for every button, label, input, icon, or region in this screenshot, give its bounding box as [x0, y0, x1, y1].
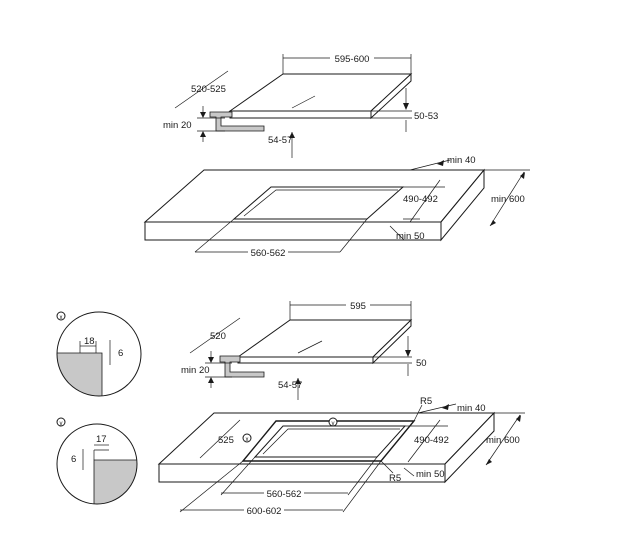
- bottom-r5-bottom-leader: [380, 460, 394, 474]
- detail-x-worktop: [57, 352, 103, 396]
- bottom-min20-label: min 20: [181, 365, 210, 376]
- bottom-clip-label: 54-57: [278, 380, 302, 391]
- top-cooktop-front-edge: [229, 110, 372, 119]
- bottom-worktop: x y R5 min 40 525 490-492 min 600 R5 min…: [157, 396, 525, 517]
- detail-x-circle: [56, 311, 142, 397]
- top-min50-leader: [389, 225, 405, 241]
- top-worktop-side: [440, 168, 485, 242]
- top-cutout-width-label: 560-562: [251, 248, 286, 259]
- bottom-outer-width-label: 600-602: [247, 506, 282, 517]
- detail-y-marker-label: y: [60, 421, 63, 427]
- detail-y-width-label: 17: [96, 434, 107, 445]
- detail-y: y 17 6: [56, 417, 138, 505]
- bottom-cooktop: 595 520 50 min 20 54-57: [181, 299, 427, 400]
- top-min50-label: min 50: [396, 231, 425, 242]
- detail-x-marker: [56, 311, 66, 321]
- bottom-depth-dim-line: [199, 419, 241, 459]
- bottom-outer-width-ext-left: [179, 460, 244, 513]
- top-width-label: 595-600: [335, 54, 370, 65]
- bottom-marker-x-label: x: [246, 437, 249, 443]
- detail-y-worktop: [93, 459, 137, 504]
- detail-x: x 18 6: [56, 311, 142, 397]
- bottom-depth-label: 525: [218, 435, 234, 446]
- detail-y-circle: [56, 423, 138, 505]
- bottom-depth-label: 520: [210, 331, 226, 342]
- top-min20-label: min 20: [163, 120, 192, 131]
- bottom-worktop-cutout-inner: [262, 428, 400, 455]
- bottom-r5-bottom-label: R5: [389, 473, 401, 484]
- bottom-marker-x: [242, 433, 252, 443]
- top-min600-label: min 600: [491, 194, 525, 205]
- top-cutout-width-ext-left: [194, 218, 235, 253]
- top-cutout-depth-line: [409, 179, 441, 223]
- top-worktop: min 40 490-492 min 600 min 50 560-562: [143, 155, 530, 259]
- top-min40-leader: [409, 159, 451, 171]
- bottom-cutout-width-ext-right: [347, 456, 378, 496]
- top-min600-line: [489, 171, 525, 227]
- top-clip-label: 54-57: [268, 135, 292, 146]
- bottom-cooktop-clip: [219, 355, 265, 378]
- bottom-min600-line: [485, 414, 521, 466]
- bottom-cutout-width-ext-left: [220, 456, 256, 496]
- bottom-cutout-depth-line: [407, 419, 441, 463]
- bottom-depth-dim-line: [189, 317, 241, 354]
- bottom-r5-top-label: R5: [420, 396, 432, 407]
- bottom-min600-label: min 600: [486, 435, 520, 446]
- bottom-cooktop-body-line: [297, 340, 323, 354]
- bottom-width-label: 595: [350, 301, 366, 312]
- top-cooktop-clip: [209, 111, 265, 132]
- bottom-cutout-depth-label: 490-492: [414, 435, 449, 446]
- top-depth-dim-line: [174, 70, 229, 109]
- top-worktop-cutout-inner: [243, 189, 398, 217]
- detail-y-marker: [56, 417, 66, 427]
- bottom-cooktop-front-edge: [237, 356, 374, 364]
- bottom-height-label: 50: [416, 358, 427, 369]
- top-min40-label: min 40: [447, 155, 476, 166]
- bottom-min40-leader: [417, 403, 457, 414]
- bottom-outer-width-ext-right: [342, 460, 382, 513]
- top-cooktop: 595-600 520-525 50-53 min 20 54-57: [163, 52, 438, 158]
- detail-x-marker-label: x: [60, 315, 63, 321]
- detail-x-height-label: 6: [118, 348, 123, 359]
- bottom-cutout-width-label: 560-562: [267, 489, 302, 500]
- top-height-label: 50-53: [414, 111, 438, 122]
- detail-x-width-label: 18: [84, 336, 95, 347]
- bottom-marker-y-label: y: [332, 421, 335, 427]
- bottom-marker-y: [328, 417, 338, 427]
- bottom-min50-label: min 50: [416, 469, 445, 480]
- top-cooktop-body-line: [291, 95, 316, 109]
- top-cutout-depth-label: 490-492: [403, 194, 438, 205]
- detail-y-height-label: 6: [71, 454, 76, 465]
- bottom-min40-label: min 40: [457, 403, 486, 414]
- top-cutout-width-ext-right: [339, 218, 368, 253]
- bottom-cooktop-side-edge: [372, 318, 412, 365]
- bottom-min50-leader: [403, 467, 415, 477]
- top-cooktop-side-edge: [370, 72, 412, 120]
- bottom-worktop-side: [444, 411, 495, 484]
- bottom-worktop-front: [158, 463, 446, 483]
- top-depth-label: 520-525: [191, 84, 226, 95]
